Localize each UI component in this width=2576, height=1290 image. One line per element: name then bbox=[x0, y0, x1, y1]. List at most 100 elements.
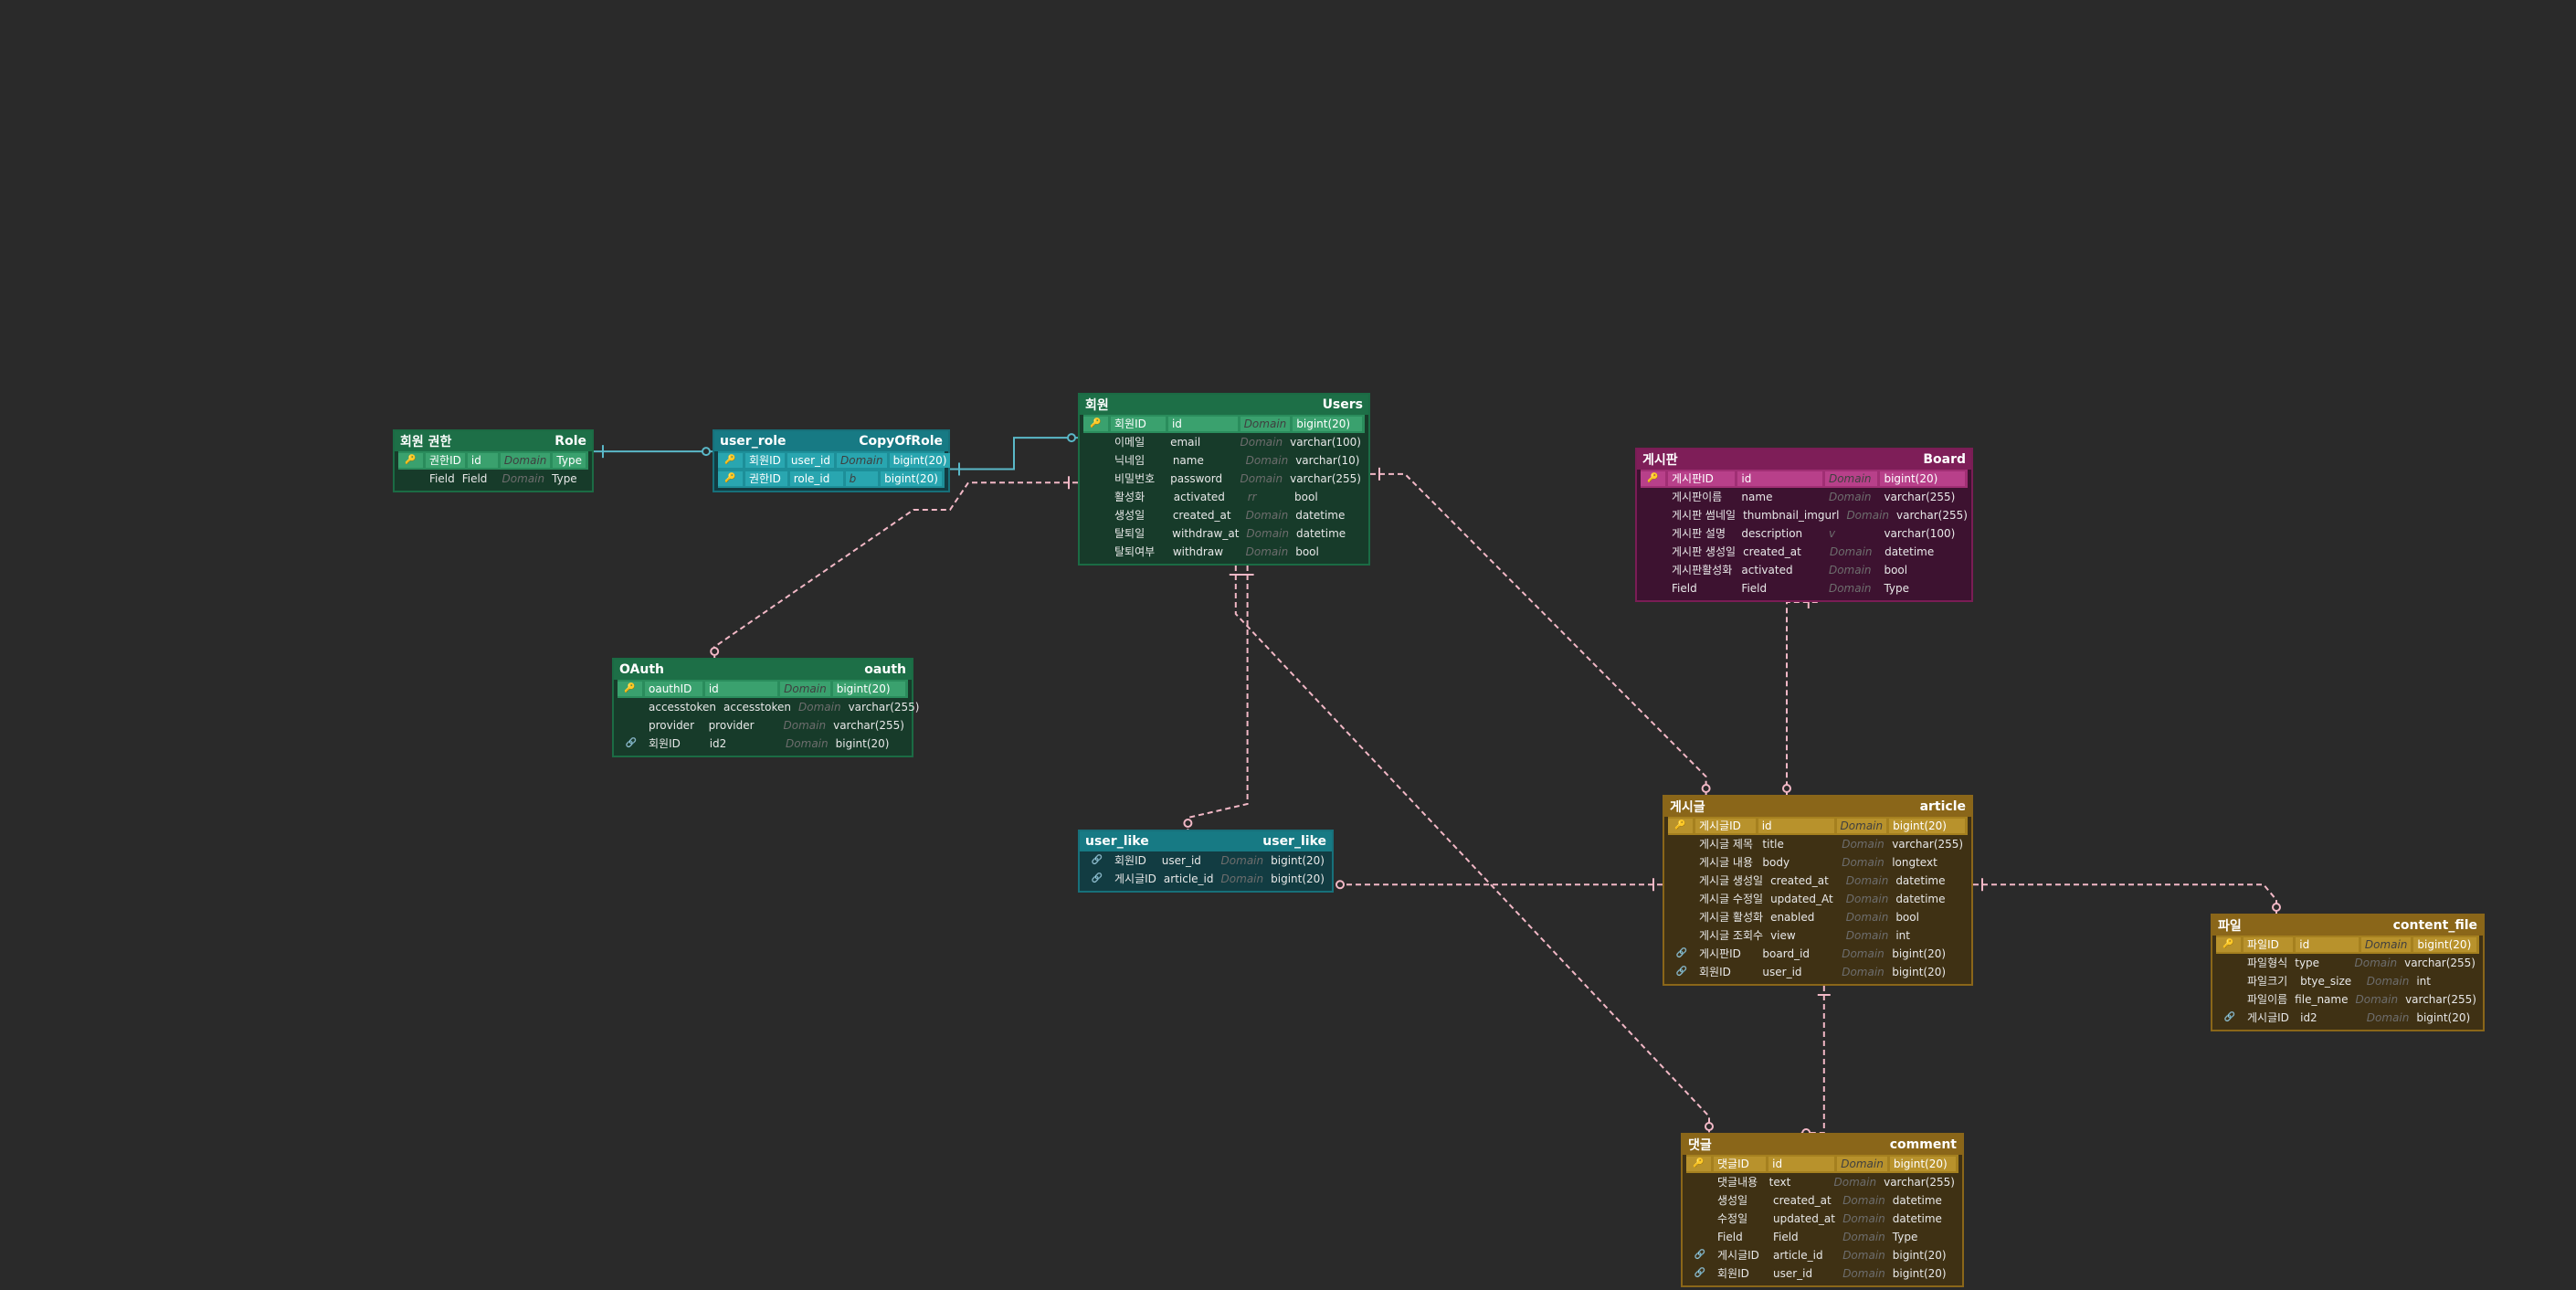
field-domain: Domain bbox=[1836, 819, 1887, 833]
field-type: datetime bbox=[1892, 1212, 1942, 1225]
field-domain: Domain bbox=[1842, 1212, 1885, 1225]
field-logical-name: 게시글ID bbox=[1695, 819, 1756, 833]
field-logical-name: 댓글내용 bbox=[1717, 1176, 1758, 1189]
field-physical-name: id2 bbox=[709, 737, 727, 750]
field-physical-name: id2 bbox=[2300, 1011, 2317, 1024]
field-physical-name: created_at bbox=[1772, 1194, 1832, 1207]
field-logical-name: 게시글ID bbox=[1717, 1249, 1759, 1262]
field-physical-name: activated bbox=[1741, 564, 1793, 576]
entity-name: article bbox=[1919, 799, 1966, 814]
foreign-key-icon: 🔗 bbox=[1675, 948, 1688, 958]
field-type: longtext bbox=[1892, 856, 1937, 869]
field-logical-name: 수정일 bbox=[1717, 1212, 1748, 1225]
field-domain: Domain bbox=[1828, 564, 1872, 576]
entity-name: Role bbox=[554, 434, 586, 449]
field-domain: Domain bbox=[1837, 1157, 1887, 1171]
field-type: Type bbox=[552, 472, 577, 485]
field-type: datetime bbox=[1895, 874, 1946, 887]
entity-title: 회원 bbox=[1085, 398, 1109, 413]
field-logical-name: 게시글 활성화 bbox=[1699, 911, 1764, 924]
field-physical-name: created_at bbox=[1770, 874, 1829, 887]
field-domain: Domain bbox=[2366, 975, 2410, 988]
field-type: bigint(20) bbox=[2413, 937, 2476, 952]
field-type: varchar(255) bbox=[833, 719, 904, 732]
field-physical-name: withdraw bbox=[1172, 545, 1224, 558]
relationship-users-oauth bbox=[713, 481, 1078, 658]
key-slot bbox=[1686, 1175, 1714, 1190]
field-type: bool bbox=[1295, 545, 1319, 558]
key-slot bbox=[1641, 563, 1668, 577]
field-domain: Domain bbox=[2354, 957, 2398, 969]
field-physical-name: id bbox=[467, 453, 498, 468]
field-type: varchar(255) bbox=[1884, 1176, 1955, 1189]
field-physical-name: password bbox=[1170, 472, 1223, 485]
key-slot bbox=[1083, 435, 1111, 449]
